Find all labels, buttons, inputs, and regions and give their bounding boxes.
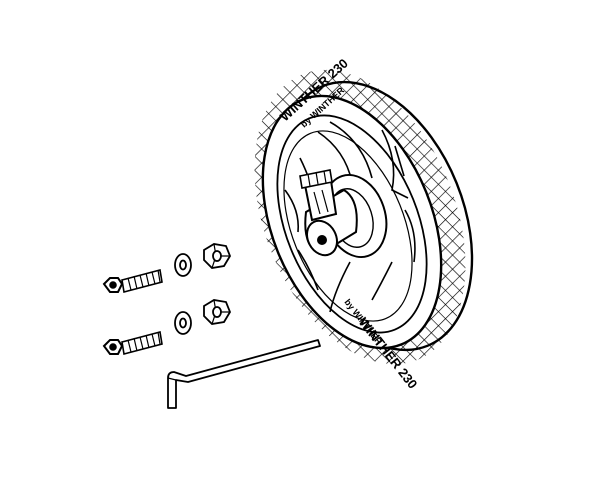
washer-lower — [174, 311, 192, 335]
bolt-lower — [102, 331, 163, 355]
hex-key-icon — [167, 339, 321, 409]
bolt-upper — [102, 269, 163, 293]
axle-icon — [299, 169, 358, 257]
washer-icon — [174, 253, 192, 335]
nut-upper — [203, 243, 232, 269]
nut-icon — [203, 243, 232, 325]
bolt-icon — [102, 269, 163, 355]
washer-upper — [174, 253, 192, 277]
nut-lower — [203, 299, 232, 325]
